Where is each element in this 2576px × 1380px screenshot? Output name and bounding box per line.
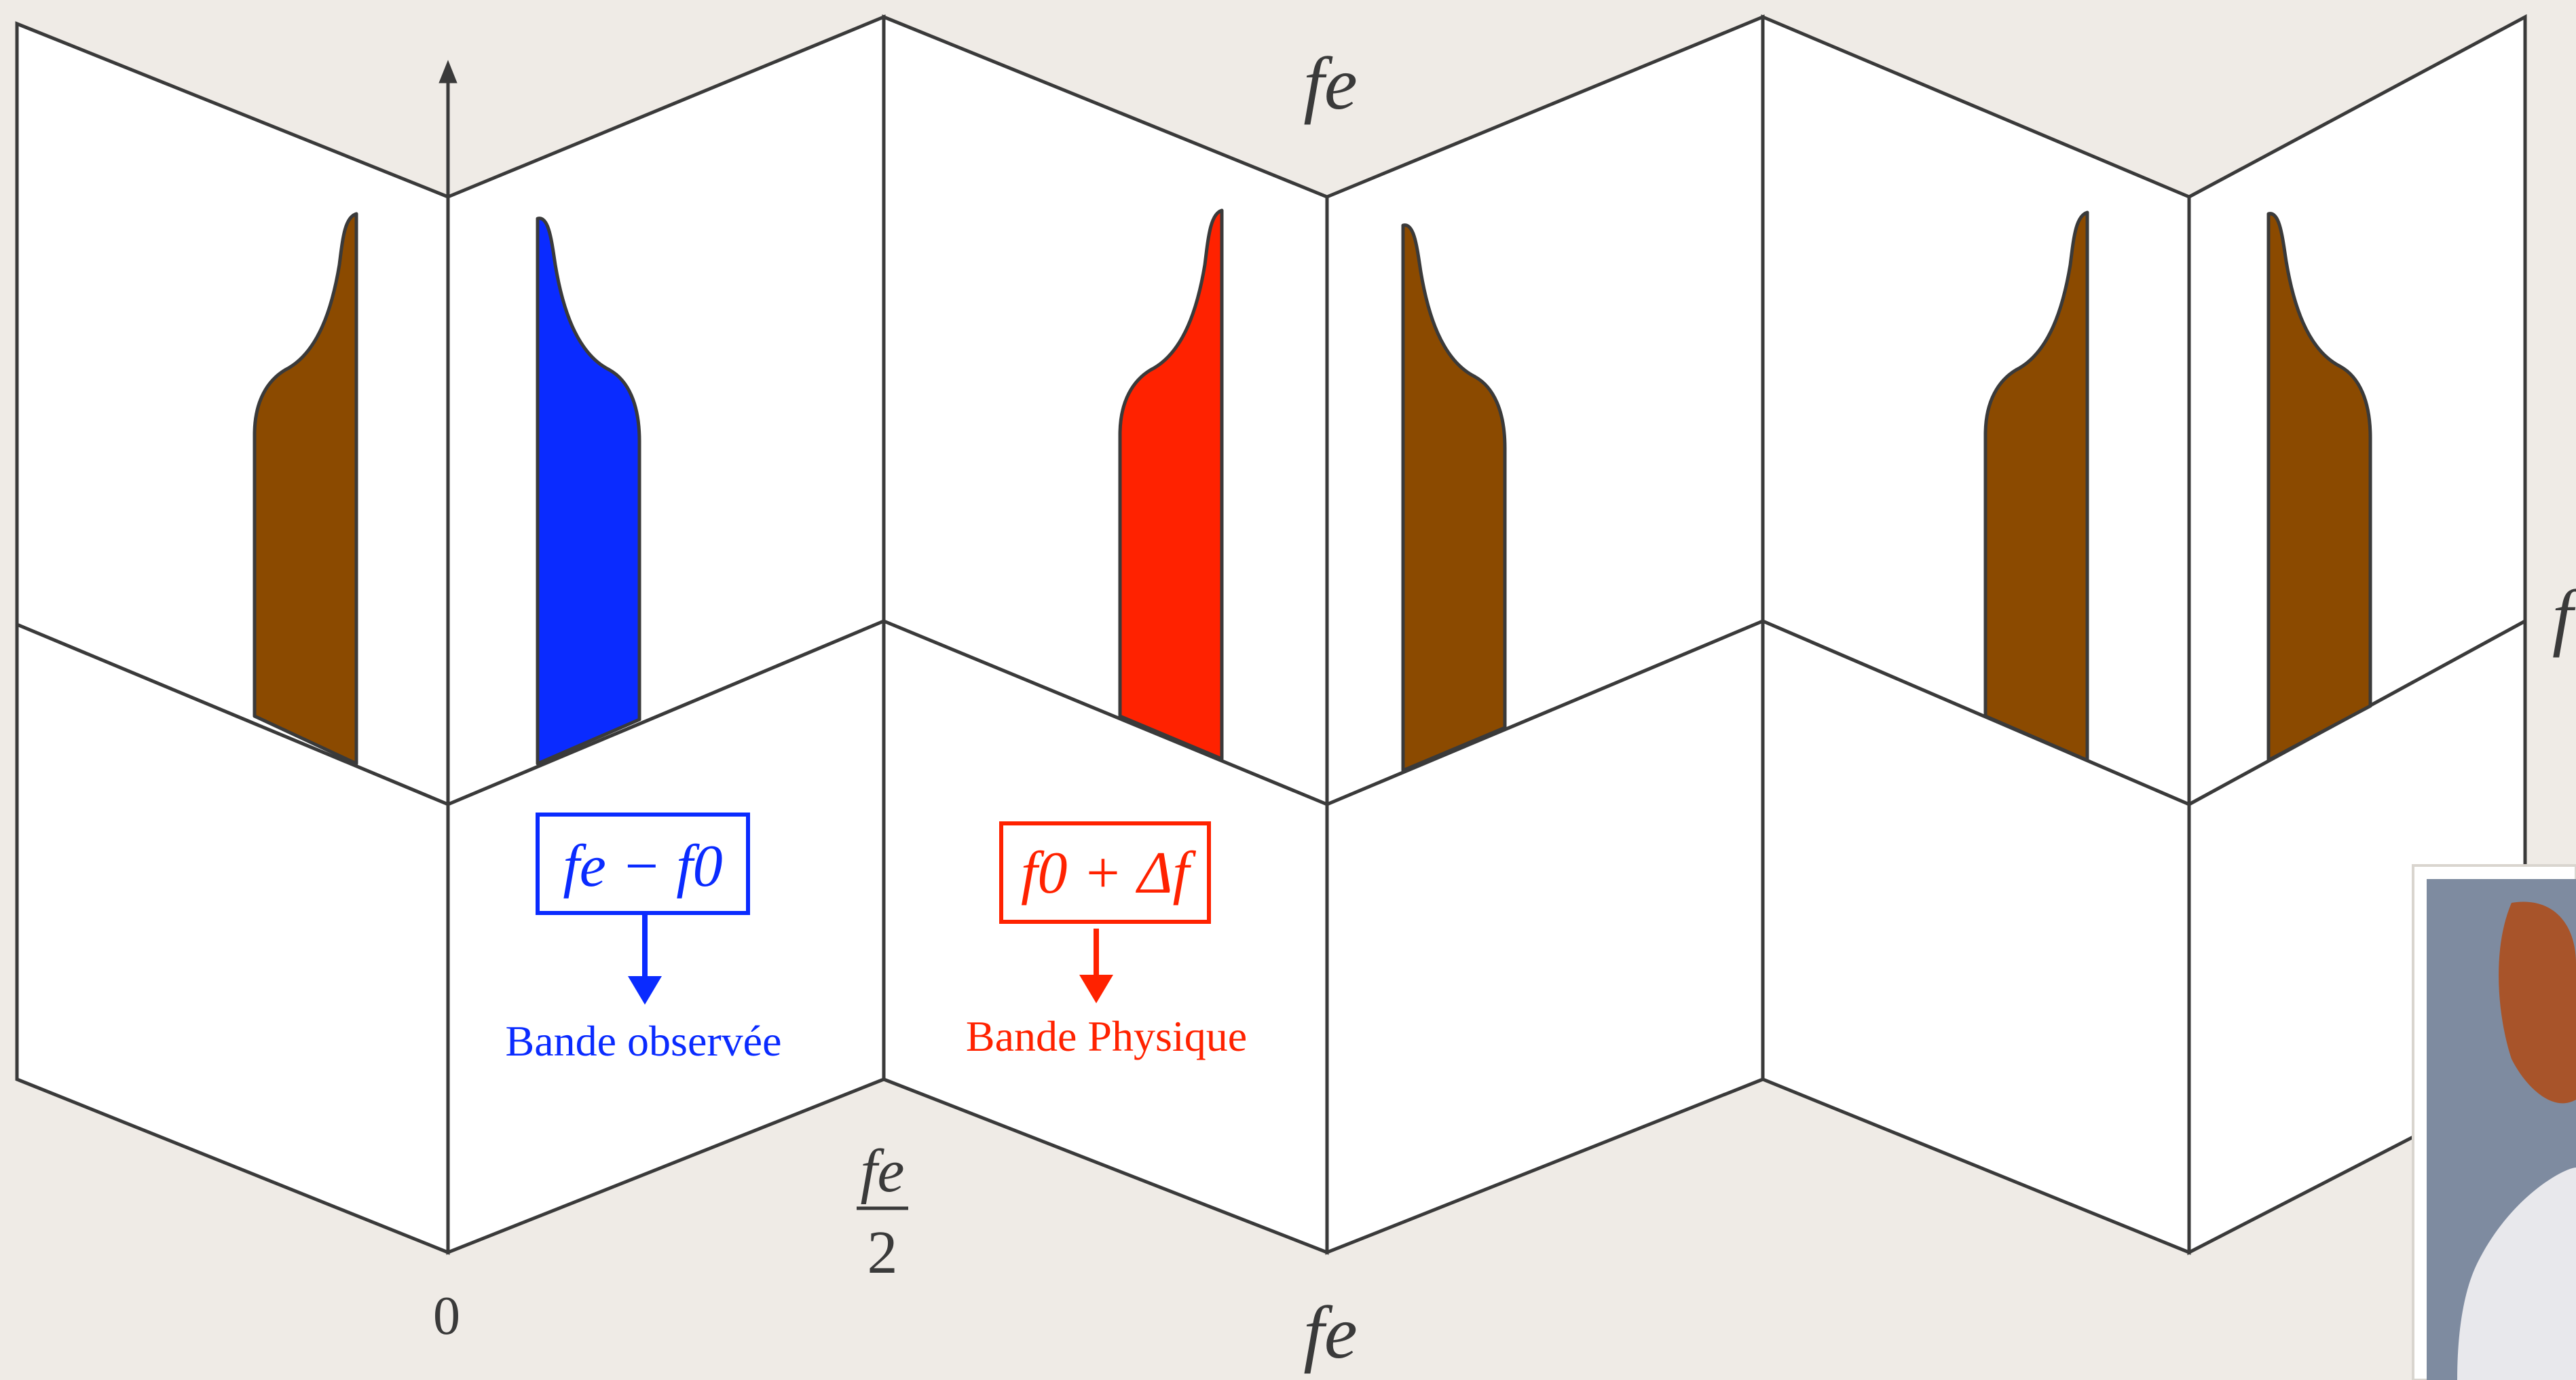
observed-caption: Bande observée xyxy=(506,1017,782,1065)
label-fe-half-numerator: fe xyxy=(861,1138,905,1205)
label-fe-bottom: fe xyxy=(1303,1291,1357,1374)
physical-arrow-head xyxy=(1079,975,1113,1003)
upper-panels xyxy=(15,14,2527,808)
physical-box xyxy=(999,821,1211,924)
label-zero: 0 xyxy=(433,1286,460,1346)
physical-annotation: f0 + Δf Bande Physique xyxy=(966,821,1247,1060)
observed-annotation: fe − f0 Bande observée xyxy=(506,813,782,1065)
physical-expression: f0 + Δf xyxy=(1021,840,1196,906)
observed-arrow-head xyxy=(628,976,662,1005)
band-alias-2 xyxy=(1401,223,1507,772)
band-alias-1 xyxy=(253,212,358,766)
observed-expression: fe − f0 xyxy=(563,834,722,899)
label-fe-top: fe xyxy=(1303,42,1357,125)
vertical-axis xyxy=(438,60,458,197)
label-right-edge: f xyxy=(2552,575,2576,658)
band-observed xyxy=(536,217,641,766)
band-physical xyxy=(1118,208,1224,761)
label-fe-half-denominator: 2 xyxy=(867,1219,898,1286)
lower-panels xyxy=(15,618,2527,1256)
band-alias-3 xyxy=(1983,210,2089,762)
physical-caption: Bande Physique xyxy=(966,1012,1247,1060)
portrait-photo xyxy=(2412,864,2576,1380)
band-alias-4 xyxy=(2266,212,2372,762)
